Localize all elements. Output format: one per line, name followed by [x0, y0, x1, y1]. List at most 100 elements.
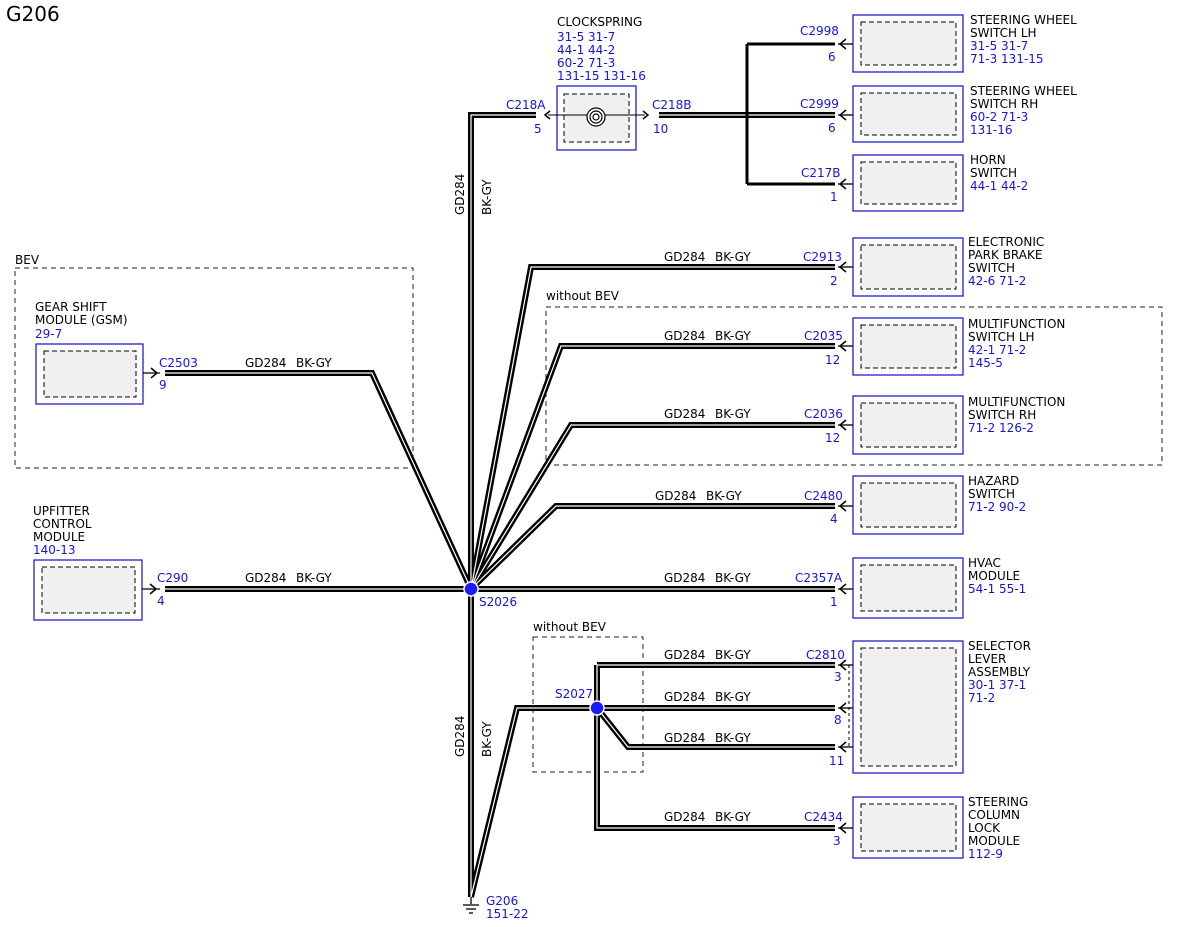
wire-circuit-vertical-lower: GD284 — [453, 716, 467, 757]
component-hazard-switch[interactable]: C2480 4 HAZARD SWITCH 71-2 90-2 — [804, 474, 1026, 535]
pin-label: 2 — [830, 274, 838, 288]
component-ref: 44-1 44-2 — [970, 179, 1028, 193]
component-epb-switch[interactable]: C2913 2 ELECTRONIC PARK BRAKE SWITCH 42-… — [803, 235, 1044, 297]
component-ref: 54-1 55-1 — [968, 582, 1026, 596]
component-name: SWITCH — [968, 487, 1015, 501]
component-name: CONTROL — [33, 517, 92, 531]
wire-circuit-label: GD284 — [664, 407, 705, 421]
wire-circuit-label: GD284 — [664, 648, 705, 662]
component-inner — [860, 324, 957, 369]
clockspring-name: CLOCKSPRING — [557, 15, 642, 29]
component-name: MODULE — [968, 569, 1020, 583]
pin-arrow-icon — [150, 367, 159, 379]
component-multifunction-switch-lh[interactable]: C2035 12 MULTIFUNCTION SWITCH LH 42-1 71… — [804, 317, 1065, 376]
wire-circuit-vertical-upper: GD284 — [453, 174, 467, 215]
group-without-bev-label-1: without BEV — [546, 289, 620, 303]
component-name: HAZARD — [968, 474, 1019, 488]
page-title: G206 — [6, 2, 60, 26]
connector-label: C2434 — [804, 810, 843, 824]
component-name: MODULE (GSM) — [35, 313, 128, 327]
clockspring[interactable]: CLOCKSPRING 31-5 31-7 44-1 44-2 60-2 71-… — [506, 15, 692, 151]
wire-color-label: BK-GY — [715, 329, 751, 343]
wire-color-label: BK-GY — [715, 648, 751, 662]
component-name: GEAR SHIFT — [35, 300, 107, 314]
pin-label: 6 — [828, 50, 836, 64]
wire-circuit-label: GD284 — [664, 250, 705, 264]
component-name: SWITCH RH — [968, 408, 1036, 422]
component-name: LEVER — [968, 652, 1006, 666]
wire-circuit-label: GD284 — [664, 329, 705, 343]
wire-color-label: BK-GY — [715, 250, 751, 264]
component-multifunction-switch-rh[interactable]: C2036 12 MULTIFUNCTION SWITCH RH 71-2 12… — [804, 395, 1065, 455]
component-hvac-module[interactable]: C2357A 1 HVAC MODULE 54-1 55-1 — [795, 556, 1026, 619]
wire-color-label: BK-GY — [706, 489, 742, 503]
pin-label: 3 — [833, 834, 841, 848]
component-name: SWITCH LH — [970, 26, 1037, 40]
component-name: SWITCH LH — [968, 330, 1035, 344]
wire-circuit-label: GD284 — [664, 571, 705, 585]
component-inner — [860, 92, 957, 136]
pin-arrow-icon — [838, 340, 847, 352]
splice-s2027[interactable] — [589, 700, 605, 716]
component-name: SWITCH RH — [970, 97, 1038, 111]
pin-arrow-icon — [838, 500, 847, 512]
component-name: STEERING WHEEL — [970, 84, 1077, 98]
connector-label: C2913 — [803, 250, 842, 264]
ground-g206[interactable]: G206 151-22 — [463, 894, 529, 921]
component-ref: 29-7 — [35, 327, 62, 341]
connector-label: C217B — [801, 166, 841, 180]
pin-c218a: 5 — [534, 122, 542, 136]
wire-circuit-label: GD284 — [655, 489, 696, 503]
wire-color-label: BK-GY — [715, 407, 751, 421]
component-steering-wheel-switch-lh[interactable]: C2998 6 STEERING WHEEL SWITCH LH 31-5 31… — [800, 13, 1077, 73]
connector-c290: C290 — [157, 571, 188, 585]
component-selector-lever[interactable]: C2810 3 8 11 SELECTOR LEVER ASSEMBLY 30-… — [806, 639, 1031, 774]
component-inner — [860, 803, 957, 852]
connector-c2503: C2503 — [159, 356, 198, 370]
pin-arrow-icon — [149, 583, 158, 595]
component-name: SWITCH — [970, 166, 1017, 180]
wire-color-label: BK-GY — [715, 690, 751, 704]
component-ref: 42-6 71-2 — [968, 274, 1026, 288]
component-inner — [860, 244, 957, 290]
component-name: SELECTOR — [968, 639, 1031, 653]
component-upfitter[interactable]: UPFITTER CONTROL MODULE 140-13 C290 4 — [33, 504, 188, 621]
component-inner — [41, 566, 136, 614]
wire-circuit-label: GD284 — [664, 690, 705, 704]
pin-label: 1 — [830, 190, 838, 204]
connector-label: C2035 — [804, 329, 843, 343]
component-horn-switch[interactable]: C217B 1 HORN SWITCH 44-1 44-2 — [801, 153, 1028, 212]
component-inner — [860, 647, 957, 767]
component-gsm[interactable]: GEAR SHIFT MODULE (GSM) 29-7 C2503 9 — [35, 300, 198, 405]
pin-arrow-icon — [838, 261, 847, 273]
component-ref: 31-5 31-7 — [970, 39, 1028, 53]
pin-c2503: 9 — [159, 378, 167, 392]
connector-label: C2036 — [804, 407, 843, 421]
group-bev-label: BEV — [15, 253, 40, 267]
group-without-bev-label-2: without BEV — [533, 620, 607, 634]
component-name: PARK BRAKE — [968, 248, 1042, 262]
component-name: ASSEMBLY — [968, 665, 1031, 679]
wire-color-label: BK-GY — [296, 571, 332, 585]
connector-label: C2999 — [800, 97, 839, 111]
component-ref: 60-2 71-3 — [970, 110, 1028, 124]
component-inner — [860, 161, 957, 205]
component-ref: 71-2 — [968, 691, 995, 705]
pin-label: 12 — [825, 353, 840, 367]
component-name: HVAC — [968, 556, 1001, 570]
splice-s2026[interactable] — [463, 581, 479, 597]
component-steering-column-lock[interactable]: C2434 3 STEERING COLUMN LOCK MODULE 112-… — [804, 795, 1028, 861]
wire-color-label: BK-GY — [715, 731, 751, 745]
pin-arrow-icon — [838, 109, 847, 121]
connector-c218b: C218B — [652, 98, 692, 112]
splice-s2026-label: S2026 — [479, 595, 517, 609]
clockspring-ref: 31-5 31-7 — [557, 30, 615, 44]
clockspring-ref: 44-1 44-2 — [557, 43, 615, 57]
component-inner — [860, 482, 957, 528]
connector-label: C2357A — [795, 571, 843, 585]
component-steering-wheel-switch-rh[interactable]: C2999 6 STEERING WHEEL SWITCH RH 60-2 71… — [800, 84, 1077, 143]
component-name: SWITCH — [968, 261, 1015, 275]
pin-label: 4 — [830, 512, 838, 526]
component-name: UPFITTER — [33, 504, 90, 518]
